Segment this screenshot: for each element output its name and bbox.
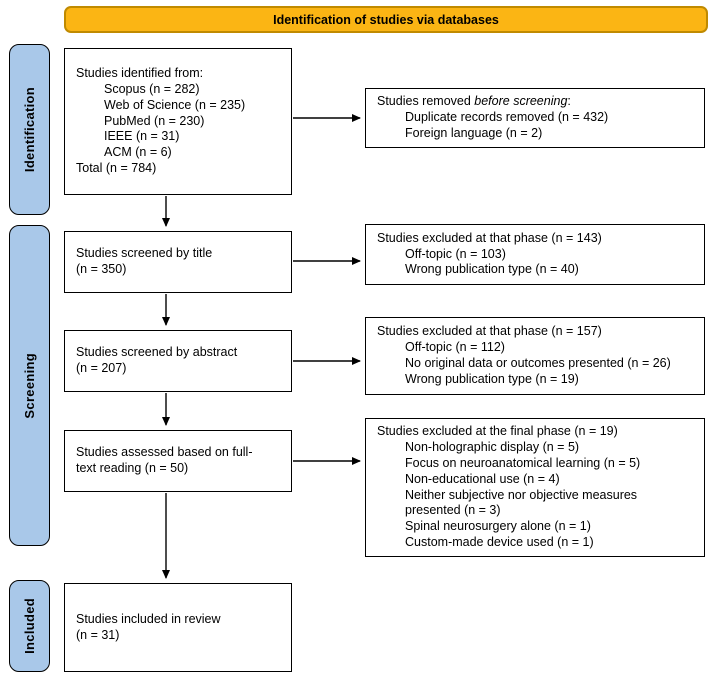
box-excluded-abstract-phase: Studies excluded at that phase (n = 157)… xyxy=(365,317,705,395)
text-line: Studies removed before screening: xyxy=(377,94,571,109)
text-line: Off-topic (n = 103) xyxy=(405,246,506,261)
text-line: (n = 31) xyxy=(76,627,120,642)
text-line: Studies included in review xyxy=(76,611,221,626)
box-studies-identified: Studies identified from:Scopus (n = 282)… xyxy=(64,48,292,195)
stage-label-screening-text: Screening xyxy=(22,352,37,419)
text-line: Web of Science (n = 235) xyxy=(104,97,246,112)
text-line: Studies screened by abstract xyxy=(76,345,238,360)
box-included-in-review: Studies included in review(n = 31) xyxy=(64,583,292,672)
text-line: Focus on neuroanatomical learning (n = 5… xyxy=(405,455,641,470)
stage-label-included: Included xyxy=(9,580,50,672)
text-line: Studies identified from: xyxy=(76,65,204,80)
stage-label-identification: Identification xyxy=(9,44,50,215)
stage-label-included-text: Included xyxy=(22,598,37,654)
text-line: Duplicate records removed (n = 432) xyxy=(405,110,609,125)
text-line: Off-topic (n = 112) xyxy=(405,340,505,355)
text-line: text reading (n = 50) xyxy=(76,461,189,475)
text-line: Studies excluded at that phase (n = 157) xyxy=(377,324,602,339)
text-line: Scopus (n = 282) xyxy=(104,81,200,96)
text-line: Non-holographic display (n = 5) xyxy=(405,439,580,454)
box-assessed-full-text: Studies assessed based on full-text read… xyxy=(64,430,292,492)
text-line: presented (n = 3) xyxy=(405,503,501,518)
header-title: Identification of studies via databases xyxy=(273,12,499,27)
text-line: Total (n = 784) xyxy=(76,161,157,176)
stage-label-identification-text: Identification xyxy=(22,86,37,173)
text-line: PubMed (n = 230) xyxy=(104,113,205,128)
text-line: Studies assessed based on full- xyxy=(76,445,253,460)
box-screened-by-abstract: Studies screened by abstract(n = 207) xyxy=(64,330,292,392)
text-line: Foreign language (n = 2) xyxy=(405,125,543,140)
text-line: Spinal neurosurgery alone (n = 1) xyxy=(405,519,591,534)
text-line: Studies screened by title xyxy=(76,246,213,261)
text-line: No original data or outcomes presented (… xyxy=(405,356,671,370)
text-line: Studies excluded at the final phase (n =… xyxy=(377,423,618,438)
text-line: Non-educational use (n = 4) xyxy=(405,471,560,486)
text-line: Studies excluded at that phase (n = 143) xyxy=(377,230,602,245)
box-excluded-title-phase: Studies excluded at that phase (n = 143)… xyxy=(365,224,705,285)
header-banner: Identification of studies via databases xyxy=(64,6,708,33)
text-line: Wrong publication type (n = 40) xyxy=(405,262,579,277)
box-removed-before-screening: Studies removed before screening:Duplica… xyxy=(365,88,705,148)
text-line: (n = 207) xyxy=(76,361,127,375)
text-line: (n = 350) xyxy=(76,262,127,276)
stage-label-screening: Screening xyxy=(9,225,50,546)
box-screened-by-title: Studies screened by title(n = 350) xyxy=(64,231,292,293)
text-line: IEEE (n = 31) xyxy=(104,129,180,144)
text-line: Neither subjective nor objective measure… xyxy=(405,487,638,502)
text-line: Wrong publication type (n = 19) xyxy=(405,371,579,386)
text-line: Custom-made device used (n = 1) xyxy=(405,535,594,550)
box-excluded-final-phase: Studies excluded at the final phase (n =… xyxy=(365,418,705,557)
text-line: ACM (n = 6) xyxy=(104,145,172,160)
